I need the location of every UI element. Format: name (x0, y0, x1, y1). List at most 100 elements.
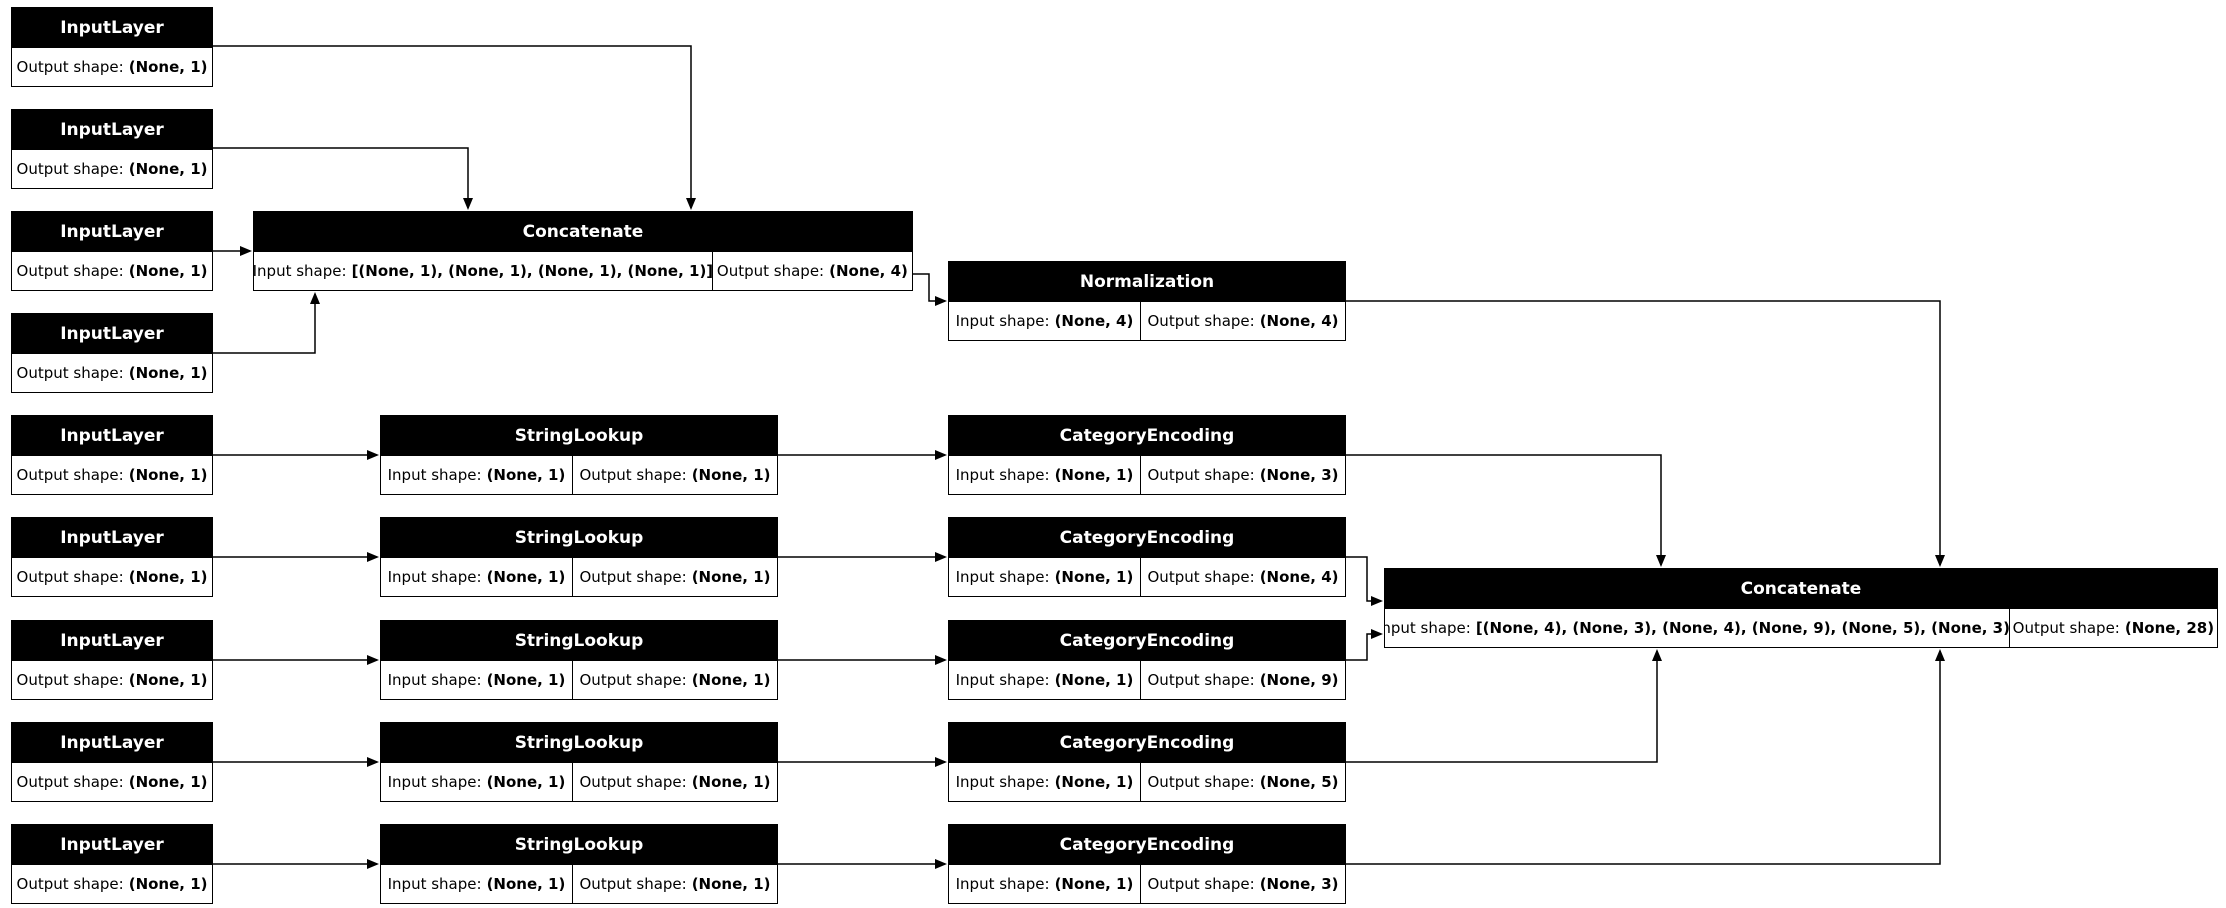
node-title: InputLayer (12, 110, 212, 150)
output-shape-cell: Output shape:(None, 1) (16, 773, 208, 791)
node-body: Input shape:(None, 1) Output shape:(None… (949, 456, 1345, 494)
edge-input-layer-1-to-concatenate-1 (213, 45, 696, 210)
node-input-layer-2: InputLayer Output shape:(None, 1) (11, 109, 213, 189)
output-shape-cell: Output shape:(None, 1) (16, 466, 208, 484)
node-body: Output shape:(None, 1) (12, 48, 212, 86)
node-body: Output shape:(None, 1) (12, 763, 212, 801)
output-shape-cell: Output shape:(None, 5) (1139, 763, 1345, 801)
node-title: CategoryEncoding (949, 518, 1345, 558)
node-title: Normalization (949, 262, 1345, 302)
input-shape-cell: Input shape:(None, 1) (955, 466, 1134, 484)
node-input-layer-9: InputLayer Output shape:(None, 1) (11, 824, 213, 904)
node-string-lookup-3: StringLookup Input shape:(None, 1) Outpu… (380, 620, 778, 700)
node-input-layer-1: InputLayer Output shape:(None, 1) (11, 7, 213, 87)
node-input-layer-4: InputLayer Output shape:(None, 1) (11, 313, 213, 393)
output-shape-cell: Output shape:(None, 9) (1139, 661, 1345, 699)
node-body: Output shape:(None, 1) (12, 558, 212, 596)
node-body: Output shape:(None, 1) (12, 252, 212, 290)
edge-category-encoding-1-to-concatenate-2 (1346, 454, 1666, 567)
output-shape-cell: Output shape:(None, 1) (571, 865, 777, 903)
node-title: Concatenate (1385, 569, 2217, 609)
output-shape-cell: Output shape:(None, 28) (2008, 609, 2217, 647)
edge-category-encoding-5-to-concatenate-2 (1346, 649, 1945, 865)
output-shape-cell: Output shape:(None, 1) (571, 456, 777, 494)
node-title: InputLayer (12, 518, 212, 558)
node-title: InputLayer (12, 314, 212, 354)
node-body: Input shape:(None, 1) Output shape:(None… (381, 456, 777, 494)
node-body: Input shape:(None, 4) Output shape:(None… (949, 302, 1345, 340)
node-title: CategoryEncoding (949, 825, 1345, 865)
node-category-encoding-1: CategoryEncoding Input shape:(None, 1) O… (948, 415, 1346, 495)
output-shape-cell: Output shape:(None, 1) (16, 262, 208, 280)
node-body: Output shape:(None, 1) (12, 865, 212, 903)
node-title: StringLookup (381, 416, 777, 456)
node-category-encoding-5: CategoryEncoding Input shape:(None, 1) O… (948, 824, 1346, 904)
node-input-layer-8: InputLayer Output shape:(None, 1) (11, 722, 213, 802)
node-category-encoding-3: CategoryEncoding Input shape:(None, 1) O… (948, 620, 1346, 700)
node-body: Output shape:(None, 1) (12, 150, 212, 188)
node-string-lookup-2: StringLookup Input shape:(None, 1) Outpu… (380, 517, 778, 597)
input-shape-cell: Input shape:(None, 4) (955, 312, 1134, 330)
output-shape-cell: Output shape:(None, 1) (16, 58, 208, 76)
node-body: Output shape:(None, 1) (12, 354, 212, 392)
node-title: Concatenate (254, 212, 912, 252)
node-input-layer-3: InputLayer Output shape:(None, 1) (11, 211, 213, 291)
output-shape-cell: Output shape:(None, 1) (571, 763, 777, 801)
input-shape-cell: Input shape:(None, 1) (387, 671, 566, 689)
output-shape-cell: Output shape:(None, 4) (711, 252, 912, 290)
node-normalization: Normalization Input shape:(None, 4) Outp… (948, 261, 1346, 341)
node-title: StringLookup (381, 825, 777, 865)
node-category-encoding-4: CategoryEncoding Input shape:(None, 1) O… (948, 722, 1346, 802)
node-title: CategoryEncoding (949, 621, 1345, 661)
node-body: Input shape:(None, 1) Output shape:(None… (949, 763, 1345, 801)
output-shape-cell: Output shape:(None, 3) (1139, 456, 1345, 494)
node-concatenate-1: Concatenate Input shape:[(None, 1), (Non… (253, 211, 913, 291)
output-shape-cell: Output shape:(None, 1) (16, 364, 208, 382)
node-body: Input shape:(None, 1) Output shape:(None… (381, 865, 777, 903)
node-body: Input shape:(None, 1) Output shape:(None… (949, 558, 1345, 596)
node-title: StringLookup (381, 518, 777, 558)
node-body: Output shape:(None, 1) (12, 456, 212, 494)
node-input-layer-7: InputLayer Output shape:(None, 1) (11, 620, 213, 700)
input-shape-cell: Input shape:(None, 1) (387, 568, 566, 586)
node-title: InputLayer (12, 621, 212, 661)
output-shape-cell: Output shape:(None, 4) (1139, 558, 1345, 596)
input-shape-cell: Input shape:(None, 1) (955, 671, 1134, 689)
node-body: Input shape:[(None, 4), (None, 3), (None… (1385, 609, 2217, 647)
node-title: StringLookup (381, 723, 777, 763)
input-shape-cell: Input shape:(None, 1) (387, 466, 566, 484)
output-shape-cell: Output shape:(None, 1) (571, 661, 777, 699)
input-shape-cell: Input shape:(None, 1) (955, 773, 1134, 791)
input-shape-cell: Input shape:(None, 1) (955, 875, 1134, 893)
node-input-layer-5: InputLayer Output shape:(None, 1) (11, 415, 213, 495)
node-category-encoding-2: CategoryEncoding Input shape:(None, 1) O… (948, 517, 1346, 597)
node-string-lookup-4: StringLookup Input shape:(None, 1) Outpu… (380, 722, 778, 802)
output-shape-cell: Output shape:(None, 3) (1139, 865, 1345, 903)
node-title: StringLookup (381, 621, 777, 661)
node-title: CategoryEncoding (949, 723, 1345, 763)
edge-concatenate-1-to-normalization (913, 273, 947, 306)
output-shape-cell: Output shape:(None, 1) (16, 671, 208, 689)
node-body: Input shape:(None, 1) Output shape:(None… (949, 661, 1345, 699)
node-body: Input shape:(None, 1) Output shape:(None… (381, 763, 777, 801)
node-body: Input shape:(None, 1) Output shape:(None… (381, 661, 777, 699)
node-title: InputLayer (12, 212, 212, 252)
node-body: Input shape:(None, 1) Output shape:(None… (381, 558, 777, 596)
output-shape-cell: Output shape:(None, 1) (16, 875, 208, 893)
node-concatenate-2: Concatenate Input shape:[(None, 4), (Non… (1384, 568, 2218, 648)
edge-category-encoding-4-to-concatenate-2 (1346, 649, 1662, 763)
node-body: Output shape:(None, 1) (12, 661, 212, 699)
node-title: InputLayer (12, 416, 212, 456)
edge-input-layer-4-to-concatenate-1 (213, 292, 320, 354)
output-shape-cell: Output shape:(None, 1) (571, 558, 777, 596)
edge-category-encoding-3-to-concatenate-2 (1346, 629, 1383, 661)
input-shape-cell: Input shape:[(None, 1), (None, 1), (None… (254, 262, 712, 280)
input-shape-cell: Input shape:(None, 1) (387, 773, 566, 791)
node-title: InputLayer (12, 825, 212, 865)
input-shape-cell: Input shape:(None, 1) (955, 568, 1134, 586)
node-body: Input shape:[(None, 1), (None, 1), (None… (254, 252, 912, 290)
input-shape-cell: Input shape:(None, 1) (387, 875, 566, 893)
node-input-layer-6: InputLayer Output shape:(None, 1) (11, 517, 213, 597)
node-body: Input shape:(None, 1) Output shape:(None… (949, 865, 1345, 903)
